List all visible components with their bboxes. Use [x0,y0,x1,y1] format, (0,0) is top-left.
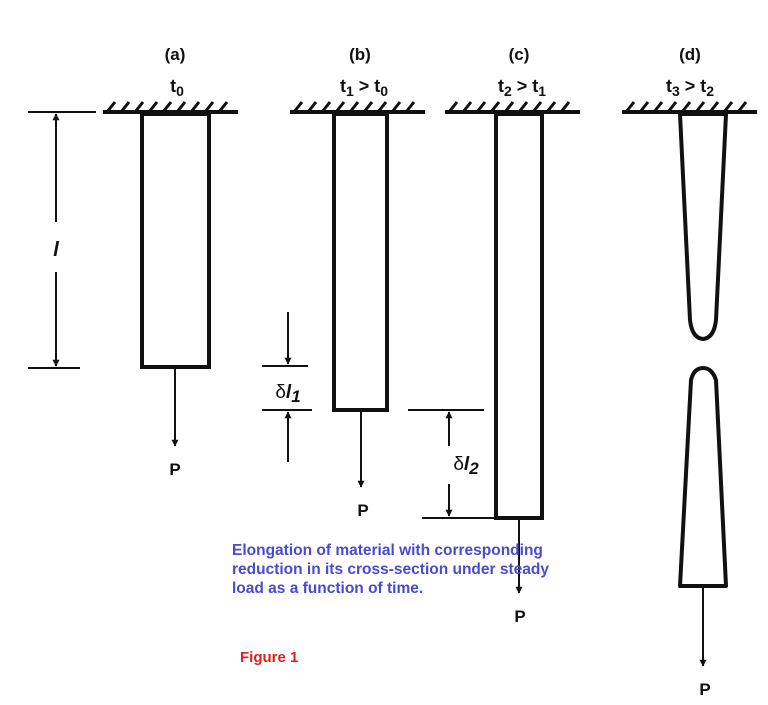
load-label-c: P [514,607,525,626]
caption-line-1: Elongation of material with correspondin… [232,542,543,559]
panel-d-time-label: t3 > t2 [666,76,714,99]
panel-c-label: (c) [509,45,530,64]
specimen-d-lower [678,366,728,588]
panel-b-time-label: t1 > t0 [340,76,388,99]
load-label-d: P [699,680,710,699]
panel-c-time-label: t2 > t1 [498,76,546,99]
specimen-a [140,112,211,369]
support-d [622,101,757,114]
figure-number-label: Figure 1 [240,649,299,666]
support-b [290,101,425,114]
panel-d-label: (d) [679,45,701,64]
caption-line-3: load as a function of time. [232,580,424,597]
specimen-b [332,112,389,412]
support-c [445,101,580,114]
elongation-2-label: δl2 [453,454,479,478]
length-label: l [53,239,59,261]
elongation-1-label: δl1 [275,382,300,406]
load-label-b: P [357,501,368,520]
panel-a-time-label: t0 [170,76,184,99]
specimen-d-upper [678,112,728,341]
specimen-c [494,112,544,520]
load-label-a: P [169,460,180,479]
support-a [103,101,238,114]
panel-b-label: (b) [349,45,371,64]
panel-a-label: (a) [165,45,186,64]
caption-line-2: reduction in its cross-section under ste… [232,561,549,578]
figure-caption: Elongation of material with correspondin… [232,541,549,598]
